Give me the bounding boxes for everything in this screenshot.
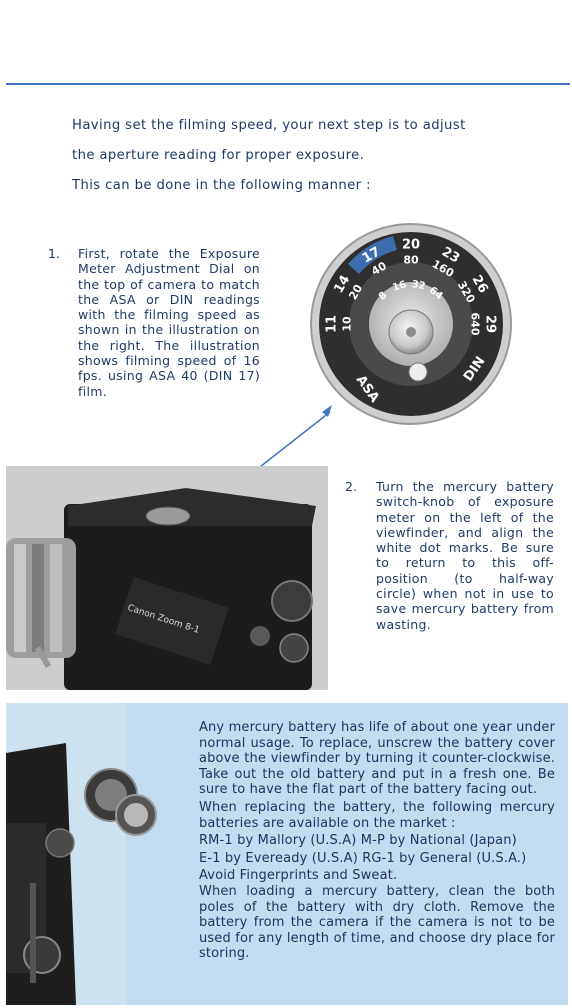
- dial-asa-number-80: 80: [403, 254, 419, 267]
- battery-info-panel: [6, 703, 568, 1005]
- battery-models-line-1: RM-1 by Mallory (U.S.A) M-P by National …: [199, 833, 517, 849]
- switch-knob-icon: [45, 828, 75, 858]
- viewfinder-icon: [271, 580, 313, 622]
- dial-inner-number-16: 16: [391, 279, 408, 294]
- fingerprint-heading: Avoid Fingerprints and Sweat.: [199, 868, 398, 884]
- dial-din-number-29: 29: [483, 315, 498, 333]
- dial-center-screw: [406, 327, 416, 337]
- step-1-number: 1.: [48, 246, 60, 261]
- battery-cleaning-paragraph: When loading a mercury battery, clean th…: [199, 883, 555, 962]
- intro-line-2: the aperture reading for proper exposure…: [72, 148, 365, 163]
- battery-photo: [6, 703, 196, 1005]
- intro-text: Having set the filming speed, your next …: [72, 116, 512, 206]
- intro-line-3: This can be done in the following manner…: [72, 178, 371, 193]
- dial-highlight-arc: [348, 236, 397, 274]
- camera-photo: Canon Zoom 8-1: [6, 466, 328, 690]
- battery-notes: Any mercury battery has life of about on…: [199, 720, 555, 964]
- dial-index-button: [408, 362, 428, 382]
- dial-asa-number-10: 10: [341, 316, 354, 332]
- dial-inner-number-32: 32: [411, 279, 427, 292]
- winding-key-icon: [23, 936, 61, 974]
- step-2-text: Turn the mercury battery switch-knob of …: [376, 479, 554, 632]
- battery-models-line-2: E-1 by Eveready (U.S.A) RG-1 by General …: [199, 850, 527, 866]
- dial-din-number-11: 11: [324, 315, 339, 333]
- step-1-text: First, rotate the Exposure Meter Adjustm…: [78, 246, 260, 399]
- camera-top-plate: [68, 488, 316, 526]
- exposure-dial-icon: [145, 506, 191, 526]
- battery-knob-icon: [250, 626, 270, 646]
- dial-asa-number-640: 640: [468, 313, 481, 336]
- header-rule: [6, 83, 570, 85]
- battery-availability-paragraph: When replacing the battery, the followin…: [199, 799, 555, 831]
- dial-din-number-20: 20: [402, 237, 420, 252]
- battery-life-paragraph: Any mercury battery has life of about on…: [199, 720, 555, 798]
- battery-cover-icon: [279, 633, 309, 663]
- intro-line-1: Having set the filming speed, your next …: [72, 118, 466, 133]
- step-2-number: 2.: [345, 479, 357, 494]
